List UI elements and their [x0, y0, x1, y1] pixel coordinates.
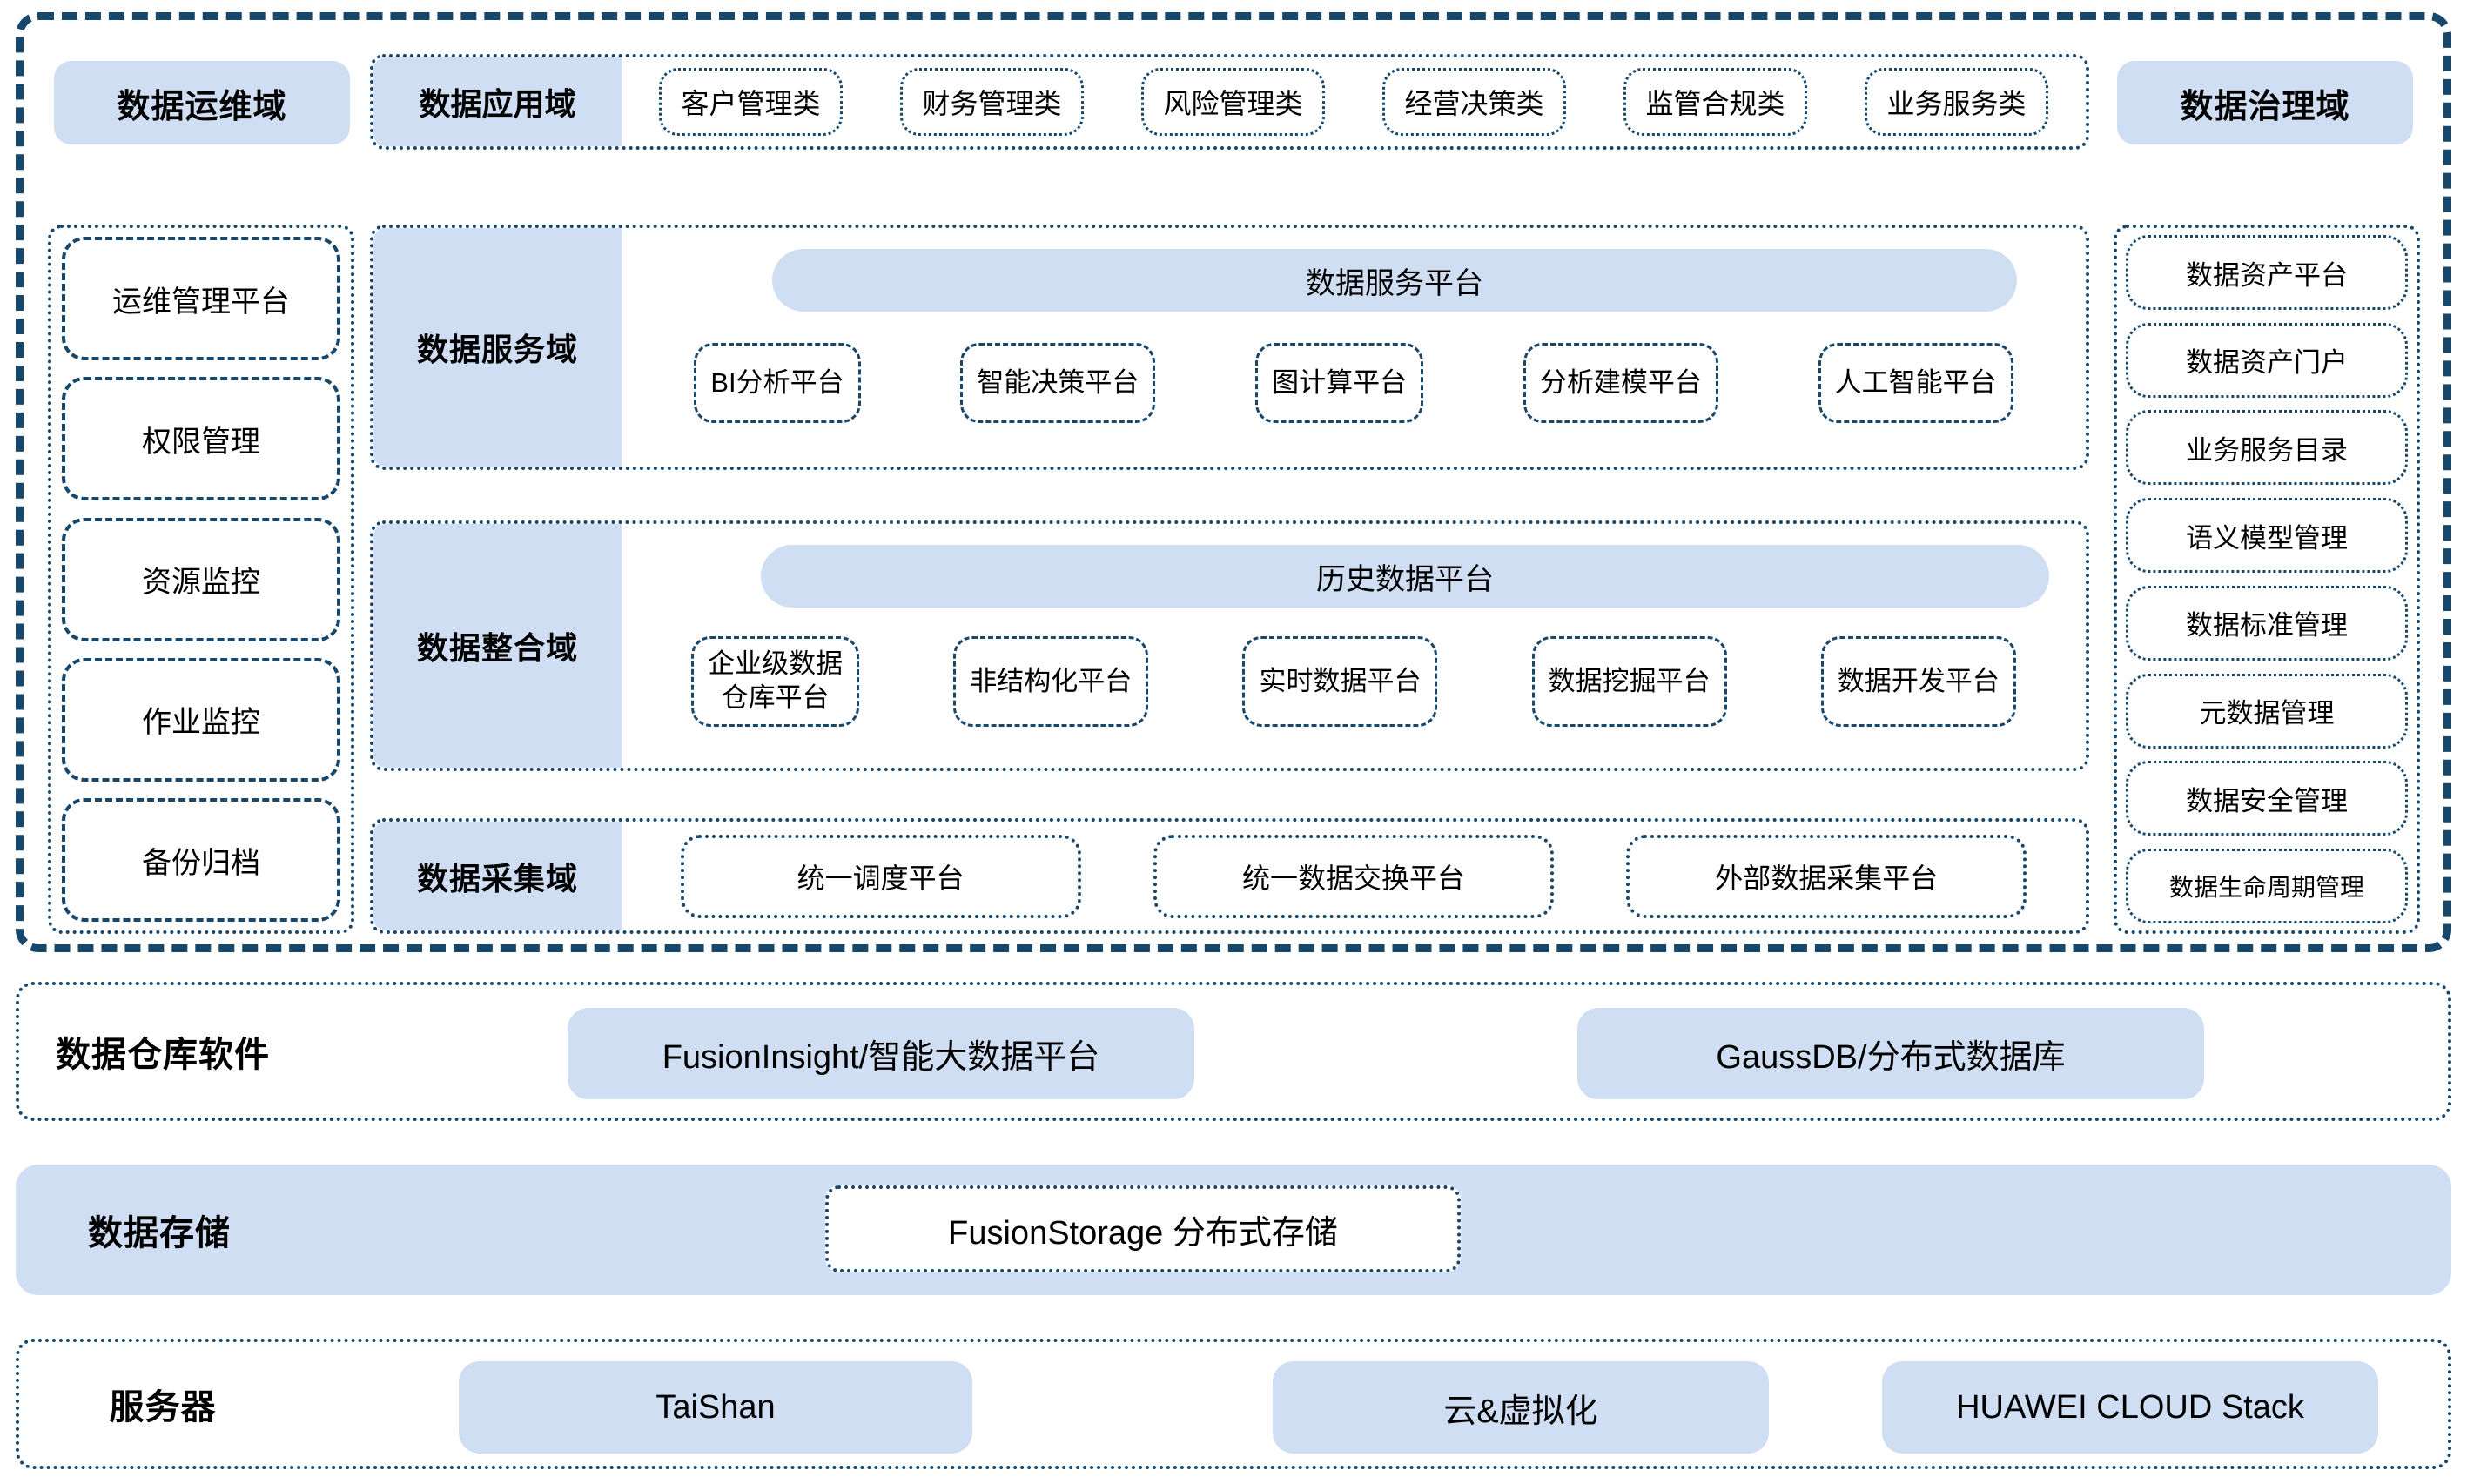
server-layer: 服务器 TaiShan 云&虚拟化 HUAWEI CLOUD Stack — [16, 1339, 2451, 1469]
integration-domain-items: 企业级数据 仓库平台 非结构化平台 实时数据平台 数据挖掘平台 数据开发平台 — [622, 608, 2086, 768]
service-domain-label: 数据服务域 — [373, 228, 622, 467]
server-items: TaiShan 云&虚拟化 HUAWEI CLOUD Stack — [306, 1342, 2448, 1466]
ops-domain-title: 数据运维域 — [54, 61, 350, 144]
gov-chip-semantic-model-management[interactable]: 语义模型管理 — [2126, 498, 2408, 574]
warehouse-software-items: FusionInsight/智能大数据平台 GaussDB/分布式数据库 — [306, 985, 2448, 1118]
collection-domain-body: 统一调度平台 统一数据交换平台 外部数据采集平台 — [622, 822, 2086, 930]
governance-domain-column: 数据资产平台 数据资产门户 业务服务目录 语义模型管理 数据标准管理 元数据管理… — [2114, 225, 2420, 934]
gov-chip-data-standard-management[interactable]: 数据标准管理 — [2126, 585, 2408, 661]
app-chip-decision[interactable]: 经营决策类 — [1382, 68, 1566, 136]
data-storage-label: 数据存储 — [88, 1214, 231, 1252]
service-chip-analysis-modeling[interactable]: 分析建模平台 — [1523, 343, 1718, 423]
server-label: 服务器 — [109, 1388, 217, 1427]
app-chip-customer[interactable]: 客户管理类 — [659, 68, 843, 136]
warehouse-pill-fusioninsight[interactable]: FusionInsight/智能大数据平台 — [568, 1008, 1194, 1099]
data-storage-items: FusionStorage 分布式存储 — [303, 1165, 2451, 1295]
warehouse-software-layer: 数据仓库软件 FusionInsight/智能大数据平台 GaussDB/分布式… — [16, 982, 2451, 1121]
ops-chip-resource-monitoring[interactable]: 资源监控 — [62, 517, 340, 641]
server-pill-huawei-cloud-stack[interactable]: HUAWEI CLOUD Stack — [1882, 1361, 2378, 1454]
data-storage-layer: 数据存储 FusionStorage 分布式存储 — [16, 1165, 2451, 1295]
collect-chip-external-data-collection[interactable]: 外部数据采集平台 — [1626, 834, 2027, 918]
gov-chip-metadata-management[interactable]: 元数据管理 — [2126, 673, 2408, 749]
service-chip-bi-analysis[interactable]: BI分析平台 — [694, 343, 861, 423]
service-chip-intelligent-decision[interactable]: 智能决策平台 — [960, 343, 1156, 423]
gov-chip-data-asset-portal[interactable]: 数据资产门户 — [2126, 322, 2408, 398]
application-domain-row: 数据应用域 客户管理类 财务管理类 风险管理类 经营决策类 监管合规类 业务服务… — [370, 54, 2089, 150]
ops-domain-column: 运维管理平台 权限管理 资源监控 作业监控 备份归档 — [48, 225, 354, 934]
ops-chip-ops-management-platform[interactable]: 运维管理平台 — [62, 237, 340, 360]
ops-chip-backup-archive[interactable]: 备份归档 — [62, 798, 340, 922]
integration-domain-label: 数据整合域 — [373, 524, 622, 768]
gov-chip-data-security-management[interactable]: 数据安全管理 — [2126, 761, 2408, 836]
app-chip-finance[interactable]: 财务管理类 — [900, 68, 1084, 136]
integration-domain-panel: 数据整合域 历史数据平台 企业级数据 仓库平台 非结构化平台 实时数据平台 数据… — [370, 520, 2089, 771]
integration-chip-enterprise-data-warehouse[interactable]: 企业级数据 仓库平台 — [691, 636, 860, 727]
warehouse-software-label: 数据仓库软件 — [56, 1036, 270, 1074]
service-domain-body: 数据服务平台 BI分析平台 智能决策平台 图计算平台 分析建模平台 人工智能平台 — [622, 228, 2086, 467]
gov-chip-business-service-catalog[interactable]: 业务服务目录 — [2126, 410, 2408, 486]
service-chip-graph-compute[interactable]: 图计算平台 — [1255, 343, 1424, 423]
ops-chip-permission-management[interactable]: 权限管理 — [62, 377, 340, 501]
app-chip-business-service[interactable]: 业务服务类 — [1865, 68, 2048, 136]
app-chip-risk[interactable]: 风险管理类 — [1141, 68, 1325, 136]
server-pill-cloud-virtualization[interactable]: 云&虚拟化 — [1273, 1361, 1769, 1454]
history-data-platform-bar[interactable]: 历史数据平台 — [761, 545, 2049, 608]
service-chip-artificial-intelligence[interactable]: 人工智能平台 — [1818, 343, 2013, 423]
warehouse-pill-gaussdb[interactable]: GaussDB/分布式数据库 — [1577, 1008, 2204, 1099]
server-pill-taishan[interactable]: TaiShan — [459, 1361, 972, 1454]
collect-chip-unified-data-exchange[interactable]: 统一数据交换平台 — [1153, 834, 1554, 918]
storage-chip-fusionstorage[interactable]: FusionStorage 分布式存储 — [825, 1185, 1461, 1272]
data-service-platform-bar[interactable]: 数据服务平台 — [772, 249, 2017, 312]
platform-outer-container — [16, 12, 2451, 952]
governance-domain-title: 数据治理域 — [2117, 61, 2413, 144]
integration-chip-data-mining[interactable]: 数据挖掘平台 — [1531, 636, 1727, 727]
collection-domain-panel: 数据采集域 统一调度平台 统一数据交换平台 外部数据采集平台 — [370, 818, 2089, 934]
collect-chip-unified-scheduling[interactable]: 统一调度平台 — [680, 834, 1081, 918]
integration-chip-realtime-data[interactable]: 实时数据平台 — [1242, 636, 1438, 727]
service-domain-panel: 数据服务域 数据服务平台 BI分析平台 智能决策平台 图计算平台 分析建模平台 … — [370, 225, 2089, 470]
application-domain-label: 数据应用域 — [373, 57, 622, 146]
gov-chip-data-asset-platform[interactable]: 数据资产平台 — [2126, 235, 2408, 310]
integration-domain-body: 历史数据平台 企业级数据 仓库平台 非结构化平台 实时数据平台 数据挖掘平台 数… — [622, 524, 2086, 768]
ops-chip-job-monitoring[interactable]: 作业监控 — [62, 657, 340, 782]
service-domain-items: BI分析平台 智能决策平台 图计算平台 分析建模平台 人工智能平台 — [622, 312, 2086, 467]
application-domain-items: 客户管理类 财务管理类 风险管理类 经营决策类 监管合规类 业务服务类 — [622, 57, 2086, 146]
app-chip-compliance[interactable]: 监管合规类 — [1623, 68, 1807, 136]
integration-chip-unstructured[interactable]: 非结构化平台 — [953, 636, 1149, 727]
collection-domain-label: 数据采集域 — [373, 822, 622, 930]
gov-chip-data-lifecycle-management[interactable]: 数据生命周期管理 — [2126, 848, 2408, 923]
integration-chip-data-development[interactable]: 数据开发平台 — [1820, 636, 2016, 727]
